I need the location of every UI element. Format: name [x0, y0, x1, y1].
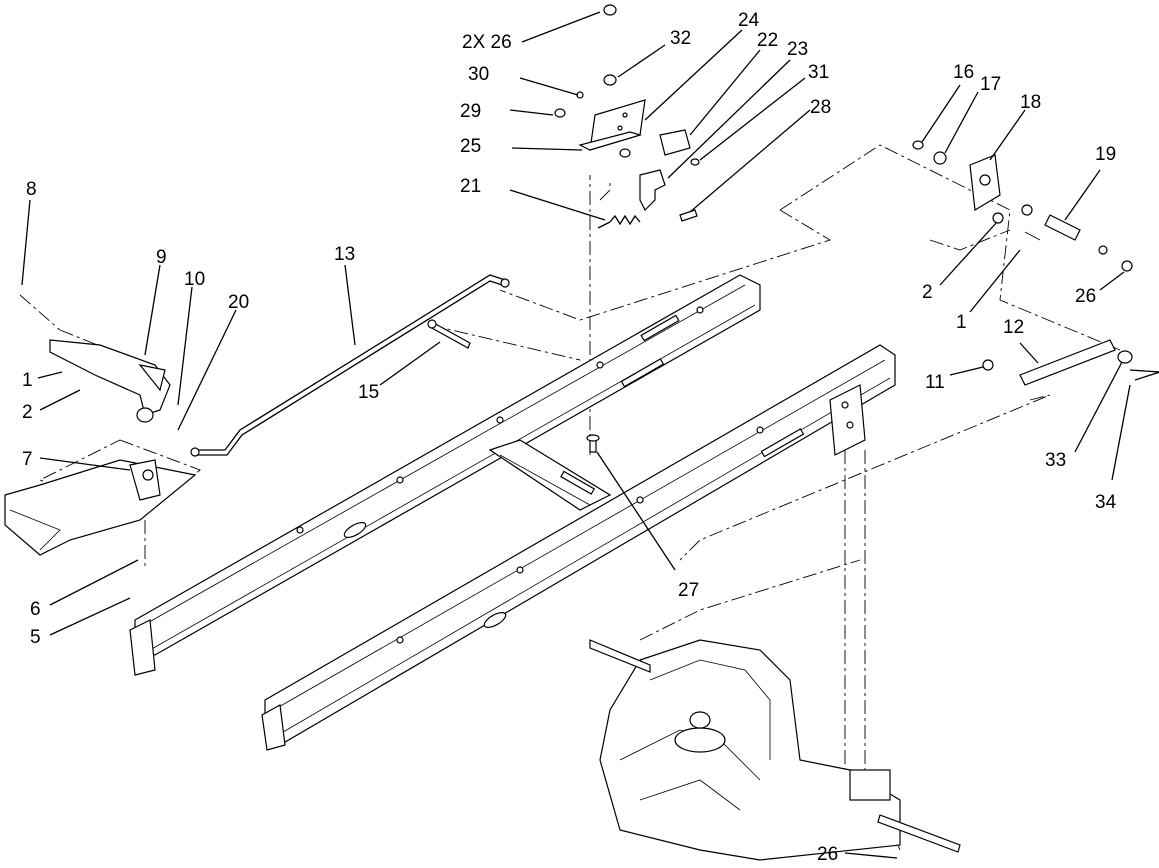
- callout-13: 13: [334, 244, 355, 265]
- frame-rail-right: [261, 344, 896, 751]
- callout-26-right: 26: [1075, 286, 1096, 307]
- callout-27: 27: [678, 580, 699, 601]
- callout-9: 9: [156, 247, 167, 268]
- callout-12: 12: [1003, 317, 1024, 338]
- callout-28: 28: [810, 97, 831, 118]
- callout-5: 5: [30, 627, 41, 648]
- callout-8: 8: [26, 179, 37, 200]
- cross-member: [488, 439, 612, 511]
- right-linkage: [912, 140, 1159, 386]
- callout-17: 17: [980, 74, 1001, 95]
- frame-rail-left: [129, 274, 761, 676]
- callout-25: 25: [460, 136, 481, 157]
- callout-21: 21: [460, 176, 481, 197]
- callout-19: 19: [1095, 144, 1116, 165]
- callout-7: 7: [22, 449, 33, 470]
- switch-block: [659, 129, 691, 156]
- callout-22: 22: [757, 30, 778, 51]
- pivot-pin: [427, 319, 471, 349]
- spring: [597, 214, 641, 229]
- callout-18: 18: [1020, 92, 1041, 113]
- callout-20: 20: [228, 292, 249, 313]
- callout-16: 16: [953, 62, 974, 83]
- linkage-plate: [639, 169, 666, 212]
- upper-bracket: [578, 99, 646, 151]
- callout-2-right: 2: [922, 282, 933, 303]
- callout-2x26: 2X 26: [462, 32, 512, 53]
- callout-1-left: 1: [22, 370, 33, 391]
- callout-31: 31: [808, 62, 829, 83]
- callout-26-bottom: 26: [817, 844, 838, 865]
- shift-rod: [190, 274, 510, 457]
- leader-lines: [21, 11, 1131, 859]
- callout-2-left: 2: [22, 402, 33, 423]
- transaxle-assembly: [589, 639, 961, 861]
- callout-6: 6: [30, 599, 41, 620]
- callout-30: 30: [468, 64, 489, 85]
- callout-29: 29: [460, 101, 481, 122]
- callout-15: 15: [358, 382, 379, 403]
- callout-32: 32: [670, 28, 691, 49]
- callout-labels: 2X 26 32 24 22 23 30 31 29 28 25 21 16 1…: [22, 10, 1117, 865]
- pedal-pad: [4, 459, 197, 556]
- control-lever: [49, 339, 171, 423]
- callout-33: 33: [1045, 450, 1066, 471]
- callout-11: 11: [925, 372, 945, 393]
- mount-bracket: [829, 384, 866, 456]
- callout-10: 10: [184, 269, 205, 290]
- callout-34: 34: [1095, 492, 1117, 513]
- callout-1-right: 1: [956, 312, 967, 333]
- callout-24: 24: [738, 10, 760, 31]
- small-hardware: [554, 4, 700, 453]
- callout-23: 23: [787, 39, 808, 60]
